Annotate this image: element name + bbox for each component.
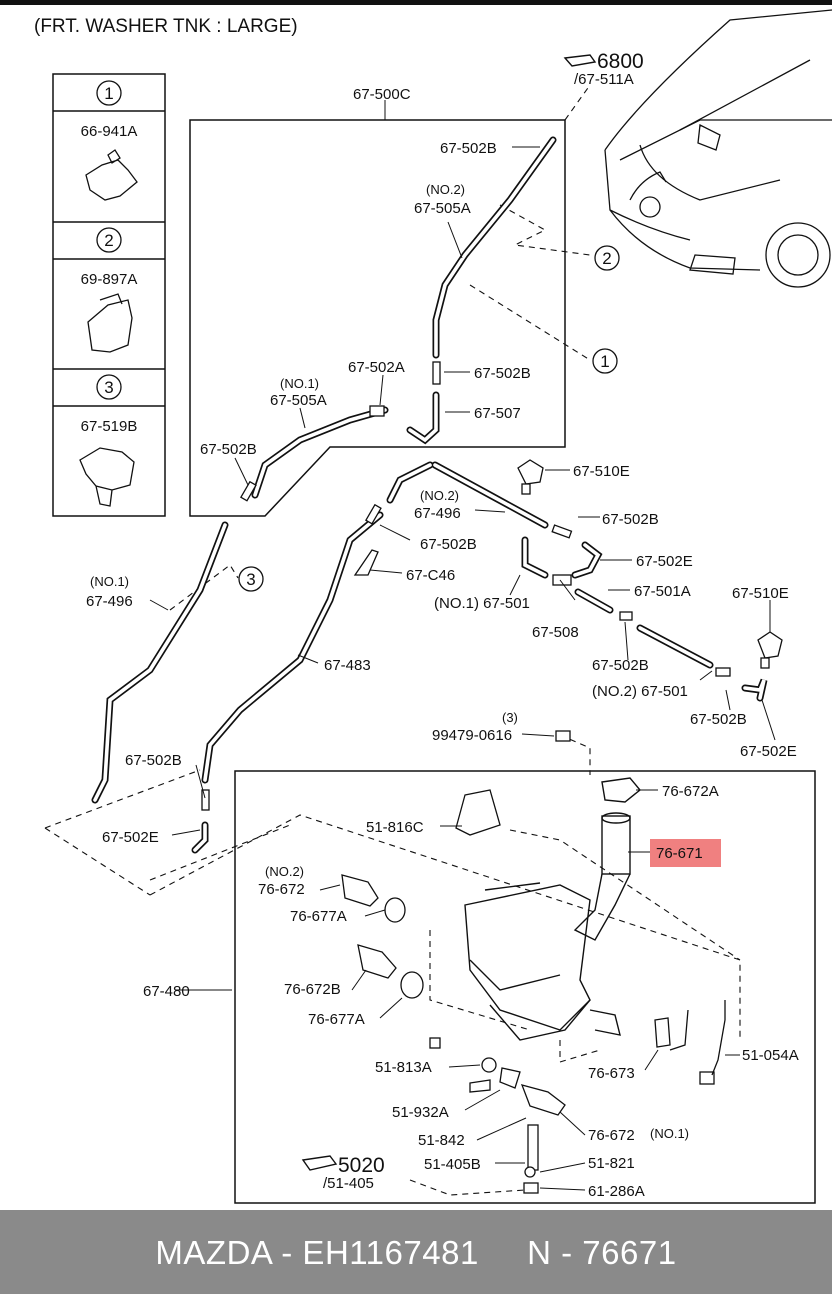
part-label: (NO.1) 67-501 bbox=[434, 595, 530, 612]
part-label: 67-480 bbox=[143, 983, 190, 1000]
part-label: 67-483 bbox=[324, 657, 371, 674]
part-label: 61-286A bbox=[588, 1183, 645, 1200]
svg-text:6800: 6800 bbox=[597, 50, 644, 73]
part-label: 67-500C bbox=[353, 86, 411, 103]
part-label: (NO.2) 67-501 bbox=[592, 683, 688, 700]
legend-table bbox=[52, 73, 166, 517]
part-label: 67-510E bbox=[732, 585, 789, 602]
part-label: 67-510E bbox=[573, 463, 630, 480]
part-label: 51-932A bbox=[392, 1104, 449, 1121]
clip-icon bbox=[79, 447, 135, 507]
svg-text:3: 3 bbox=[246, 570, 255, 589]
part-label: 67-502B bbox=[125, 752, 182, 769]
part-label: (NO.1) bbox=[650, 1126, 689, 1141]
part-label: 51-816C bbox=[366, 819, 424, 836]
part-number-caption: MAZDA - EH1167481 N - 76671 bbox=[155, 1234, 677, 1271]
part-label: 76-677A bbox=[308, 1011, 365, 1028]
part-label: 67-502B bbox=[592, 657, 649, 674]
part-label: 67-502B bbox=[200, 441, 257, 458]
part-label: (NO.1) bbox=[280, 376, 319, 391]
part-label: 76-672B bbox=[284, 981, 341, 998]
callout-3: 3 bbox=[238, 566, 264, 592]
part-label: 76-677A bbox=[290, 908, 347, 925]
footer-bar bbox=[0, 1210, 832, 1294]
hose-kit-box bbox=[189, 119, 566, 517]
part-label: 67-502E bbox=[740, 743, 797, 760]
part-label: 67-502B bbox=[420, 536, 477, 553]
part-label: 67-502B bbox=[474, 365, 531, 382]
part-label: 67-501A bbox=[634, 583, 691, 600]
ref-6800: 6800 /67-511A bbox=[563, 50, 644, 88]
part-label: 76-672A bbox=[662, 783, 719, 800]
part-label: 51-842 bbox=[418, 1132, 465, 1149]
hoses-inner bbox=[93, 138, 766, 852]
svg-text:5020: 5020 bbox=[338, 1154, 385, 1177]
part-label: (3) bbox=[502, 710, 518, 725]
part-label: 67-505A bbox=[270, 392, 327, 409]
part-label: 76-671 bbox=[656, 845, 703, 862]
part-label: 67-502B bbox=[602, 511, 659, 528]
part-label: 51-813A bbox=[375, 1059, 432, 1076]
ref-5020: 5020 /51-405 bbox=[301, 1154, 385, 1192]
svg-text:66-941A: 66-941A bbox=[81, 123, 138, 140]
washer-tank bbox=[464, 777, 641, 1041]
part-label: 51-405B bbox=[424, 1156, 481, 1173]
leader-lines bbox=[149, 100, 776, 1191]
part-label: 67-C46 bbox=[406, 567, 455, 584]
nozzle-icon bbox=[517, 459, 544, 495]
highlight-76-671 bbox=[650, 839, 721, 867]
callout-2: 2 bbox=[594, 245, 620, 271]
part-label: (NO.2) bbox=[426, 182, 465, 197]
top-border bbox=[0, 0, 832, 5]
part-label: 67-502B bbox=[440, 140, 497, 157]
part-label: (NO.2) bbox=[420, 488, 459, 503]
part-label: 76-672 bbox=[588, 1127, 635, 1144]
hand-pointer-icon bbox=[301, 1155, 338, 1171]
part-labels: 67-500C 67-502B (NO.2) 67-505A 67-502A 6… bbox=[86, 86, 799, 1200]
clip-icon bbox=[87, 293, 133, 353]
svg-text:69-897A: 69-897A bbox=[81, 271, 138, 288]
part-label: 76-673 bbox=[588, 1065, 635, 1082]
svg-text:67-519B: 67-519B bbox=[81, 418, 138, 435]
nozzle-icon bbox=[757, 631, 783, 669]
parts-diagram: (FRT. WASHER TNK : LARGE) 1 66-941A 2 69… bbox=[0, 0, 832, 1204]
svg-text:3: 3 bbox=[104, 378, 113, 397]
car-illustration bbox=[604, 9, 832, 288]
bracket-icon bbox=[353, 549, 379, 576]
svg-text:2: 2 bbox=[104, 231, 113, 250]
part-label: 67-508 bbox=[532, 624, 579, 641]
dashed-leaders bbox=[44, 84, 741, 1196]
wire-harness bbox=[669, 1000, 726, 1085]
part-label: 67-507 bbox=[474, 405, 521, 422]
part-label: 67-505A bbox=[414, 200, 471, 217]
part-label: 51-054A bbox=[742, 1047, 799, 1064]
hand-pointer-icon bbox=[563, 54, 597, 67]
svg-text:/51-405: /51-405 bbox=[323, 1175, 374, 1192]
svg-text:1: 1 bbox=[104, 84, 113, 103]
clip-icon bbox=[85, 149, 138, 201]
svg-text:/67-511A: /67-511A bbox=[574, 71, 634, 88]
callout-1: 1 bbox=[592, 348, 618, 374]
part-label: (NO.2) bbox=[265, 864, 304, 879]
part-label: 67-496 bbox=[86, 593, 133, 610]
part-label: 67-502A bbox=[348, 359, 405, 376]
svg-text:1: 1 bbox=[600, 352, 609, 371]
diagram-title: (FRT. WASHER TNK : LARGE) bbox=[34, 16, 298, 37]
part-label: 51-821 bbox=[588, 1155, 635, 1172]
part-label: 67-502B bbox=[690, 711, 747, 728]
small-parts bbox=[429, 730, 571, 1194]
part-label: 67-502E bbox=[102, 829, 159, 846]
part-label: 67-496 bbox=[414, 505, 461, 522]
part-label: (NO.1) bbox=[90, 574, 129, 589]
pump-icon bbox=[341, 789, 671, 1116]
legend-row-3: 3 67-519B bbox=[79, 374, 138, 507]
svg-text:2: 2 bbox=[602, 249, 611, 268]
part-label: 67-502E bbox=[636, 553, 693, 570]
tank-assembly-box bbox=[234, 770, 816, 1204]
connectors bbox=[201, 361, 731, 811]
part-label: 76-672 bbox=[258, 881, 305, 898]
legend-row-2: 2 69-897A bbox=[81, 227, 138, 353]
part-label: 99479-0616 bbox=[432, 727, 512, 744]
legend-row-1: 1 66-941A bbox=[81, 80, 138, 201]
